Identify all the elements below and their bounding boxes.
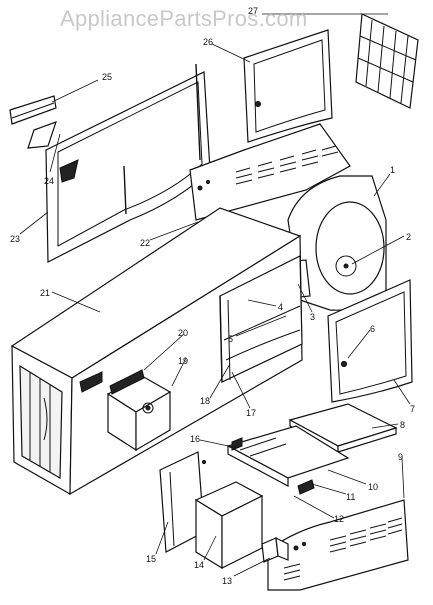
callout-10: 10	[368, 482, 378, 492]
part-mount-bracket	[261, 536, 289, 563]
callout-17: 17	[246, 408, 256, 418]
callout-16: 16	[190, 434, 200, 444]
callout-1: 1	[390, 165, 395, 175]
callout-21: 21	[40, 288, 50, 298]
part-small-bracket	[9, 95, 57, 125]
callout-12: 12	[334, 514, 344, 524]
part-lower-access-door	[327, 279, 413, 403]
part-filter-grille	[355, 13, 419, 109]
callout-11: 11	[346, 492, 355, 502]
callout-24: 24	[44, 176, 54, 186]
callout-7: 7	[410, 404, 415, 414]
callout-23: 23	[10, 234, 20, 244]
callout-27: 27	[248, 6, 258, 16]
callout-4: 4	[278, 302, 283, 312]
callout-13: 13	[222, 576, 232, 586]
part-drain-pan	[194, 481, 264, 570]
part-upper-access-door	[243, 29, 333, 143]
callout-18: 18	[200, 396, 210, 406]
callout-14: 14	[194, 560, 204, 570]
part-base-pan	[159, 451, 207, 553]
part-support-rail	[226, 425, 350, 495]
callout-19: 19	[178, 356, 188, 366]
callout-3: 3	[310, 312, 315, 322]
callout-2: 2	[406, 232, 411, 242]
callout-6: 6	[370, 324, 375, 334]
part-lower-louvered-panel	[267, 499, 409, 591]
part-control-label	[79, 371, 103, 393]
callout-15: 15	[146, 554, 156, 564]
callout-25: 25	[102, 72, 112, 82]
callout-leader-lines	[19, 13, 411, 577]
part-blower-housing	[287, 175, 387, 311]
callout-labels: 27 26 25 24 23 22 21 1 2 3 4 5 6 7 8 9 1…	[10, 6, 415, 586]
callout-9: 9	[398, 452, 403, 462]
part-small-clip	[27, 121, 57, 149]
callout-20: 20	[178, 328, 188, 338]
part-interior-partition	[219, 255, 303, 383]
part-louvered-side-panel	[189, 123, 351, 221]
watermark-text: AppliancePartsPros.com	[60, 6, 308, 31]
part-control-box	[106, 369, 172, 452]
callout-5: 5	[228, 334, 233, 344]
callout-8: 8	[400, 420, 405, 430]
callout-26: 26	[203, 37, 213, 47]
callout-22: 22	[140, 238, 150, 248]
